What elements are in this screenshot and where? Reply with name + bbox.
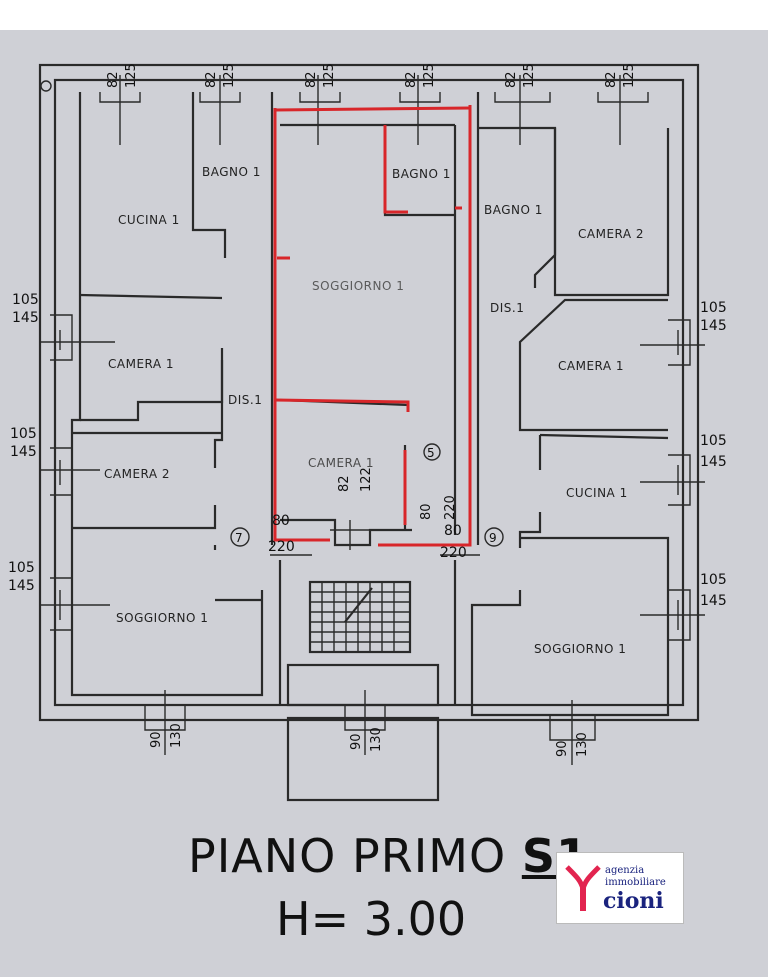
agency-logo-mark-icon [565,865,601,911]
room-label-dis-right: DIS.1 [490,301,524,315]
side-window-dimensions: 105 145 105 145 105 145 105 145 105 145 … [8,292,727,609]
dim-side-a: 105 [700,300,727,316]
ceiling-height: H= 3.00 [276,892,467,946]
room-label-soggiorno-right: SOGGIORNO 1 [534,642,626,656]
dim-door-w: 80 [272,513,290,529]
dim-side-a: 105 [10,426,37,442]
dim-top-b: 125 [622,63,637,88]
dim-inner-c: 80 [419,503,434,520]
dim-top-b: 125 [322,63,337,88]
staircase [286,580,440,802]
dim-top-a: 82 [106,71,121,88]
dim-top-a: 82 [204,71,219,88]
room-label-soggiorno-left: SOGGIORNO 1 [116,611,208,625]
floor-title: PIANO PRIMO S1 [188,833,589,879]
center-apartment-walls [278,123,457,705]
dim-side-b: 145 [8,578,35,594]
room-label-camera2-left: CAMERA 2 [104,467,170,481]
dim-side-b: 145 [700,318,727,334]
door-dimensions: 80 220 80 220 82 122 80 220 [268,467,467,561]
left-apartment-walls [70,92,274,697]
dim-top-a: 82 [404,71,419,88]
right-apartment-walls [470,92,670,717]
room-label-dis-left: DIS.1 [228,393,262,407]
circled-markers: 5 7 9 [230,443,504,547]
marker-5: 5 [427,446,435,460]
dim-side-a: 105 [700,433,727,449]
dim-door-w: 80 [444,523,462,539]
room-label-camera1-right: CAMERA 1 [558,359,624,373]
dim-door-h: 220 [268,539,295,555]
room-label-camera1-center: CAMERA 1 [308,456,374,470]
dim-inner-b: 122 [359,467,374,492]
floor-plan-drawing: BAGNO 1 CUCINA 1 BAGNO 1 SOGGIORNO 1 CAM… [8,63,727,802]
dim-top-b: 125 [124,63,139,88]
room-label-cucina-right: CUCINA 1 [566,486,628,500]
logo-line-1: agenzia [605,865,645,876]
dim-top-a: 82 [504,71,519,88]
floor-plan-sheet: BAGNO 1 CUCINA 1 BAGNO 1 SOGGIORNO 1 CAM… [0,30,768,977]
room-label-bagno-left: BAGNO 1 [202,165,261,179]
room-label-bagno-right: BAGNO 1 [484,203,543,217]
dim-side-b: 145 [12,310,39,326]
marker-9: 9 [489,531,497,545]
dim-inner-d: 220 [443,495,458,520]
logo-line-2: immobiliare [605,877,666,888]
marker-7: 7 [235,531,243,545]
dim-bottom-a: 90 [555,740,570,757]
top-window-dimensions: 82 125 82 125 82 125 82 125 82 125 82 12… [106,63,637,88]
dim-side-b: 145 [700,593,727,609]
room-label-cucina-left: CUCINA 1 [118,213,180,227]
dim-side-a: 105 [12,292,39,308]
dim-top-a: 82 [304,71,319,88]
dim-bottom-a: 90 [149,731,164,748]
dim-top-a: 82 [604,71,619,88]
bottom-window-dimensions: 90 130 90 130 90 130 [149,723,590,757]
floor-name: PIANO PRIMO [188,829,507,883]
dim-top-b: 125 [522,63,537,88]
dim-bottom-b: 130 [169,723,184,748]
highlighted-unit-outline [273,105,472,547]
window-marks [40,75,705,765]
dim-bottom-b: 130 [575,732,590,757]
dim-top-b: 125 [222,63,237,88]
dim-top-b: 125 [422,63,437,88]
room-label-camera1-left: CAMERA 1 [108,357,174,371]
logo-line-3: cioni [603,888,664,914]
dim-side-b: 145 [10,444,37,460]
dim-inner-a: 82 [337,475,352,492]
dim-side-a: 105 [8,560,35,576]
room-label-soggiorno-center: SOGGIORNO 1 [312,279,404,293]
room-label-camera2-right: CAMERA 2 [578,227,644,241]
dim-side-a: 105 [700,572,727,588]
dim-bottom-b: 130 [369,727,384,752]
dim-bottom-a: 90 [349,733,364,750]
agency-logo: agenzia immobiliare cioni [556,852,684,924]
dim-side-b: 145 [700,454,727,470]
room-label-bagno-center: BAGNO 1 [392,167,451,181]
dim-door-h: 220 [440,545,467,561]
